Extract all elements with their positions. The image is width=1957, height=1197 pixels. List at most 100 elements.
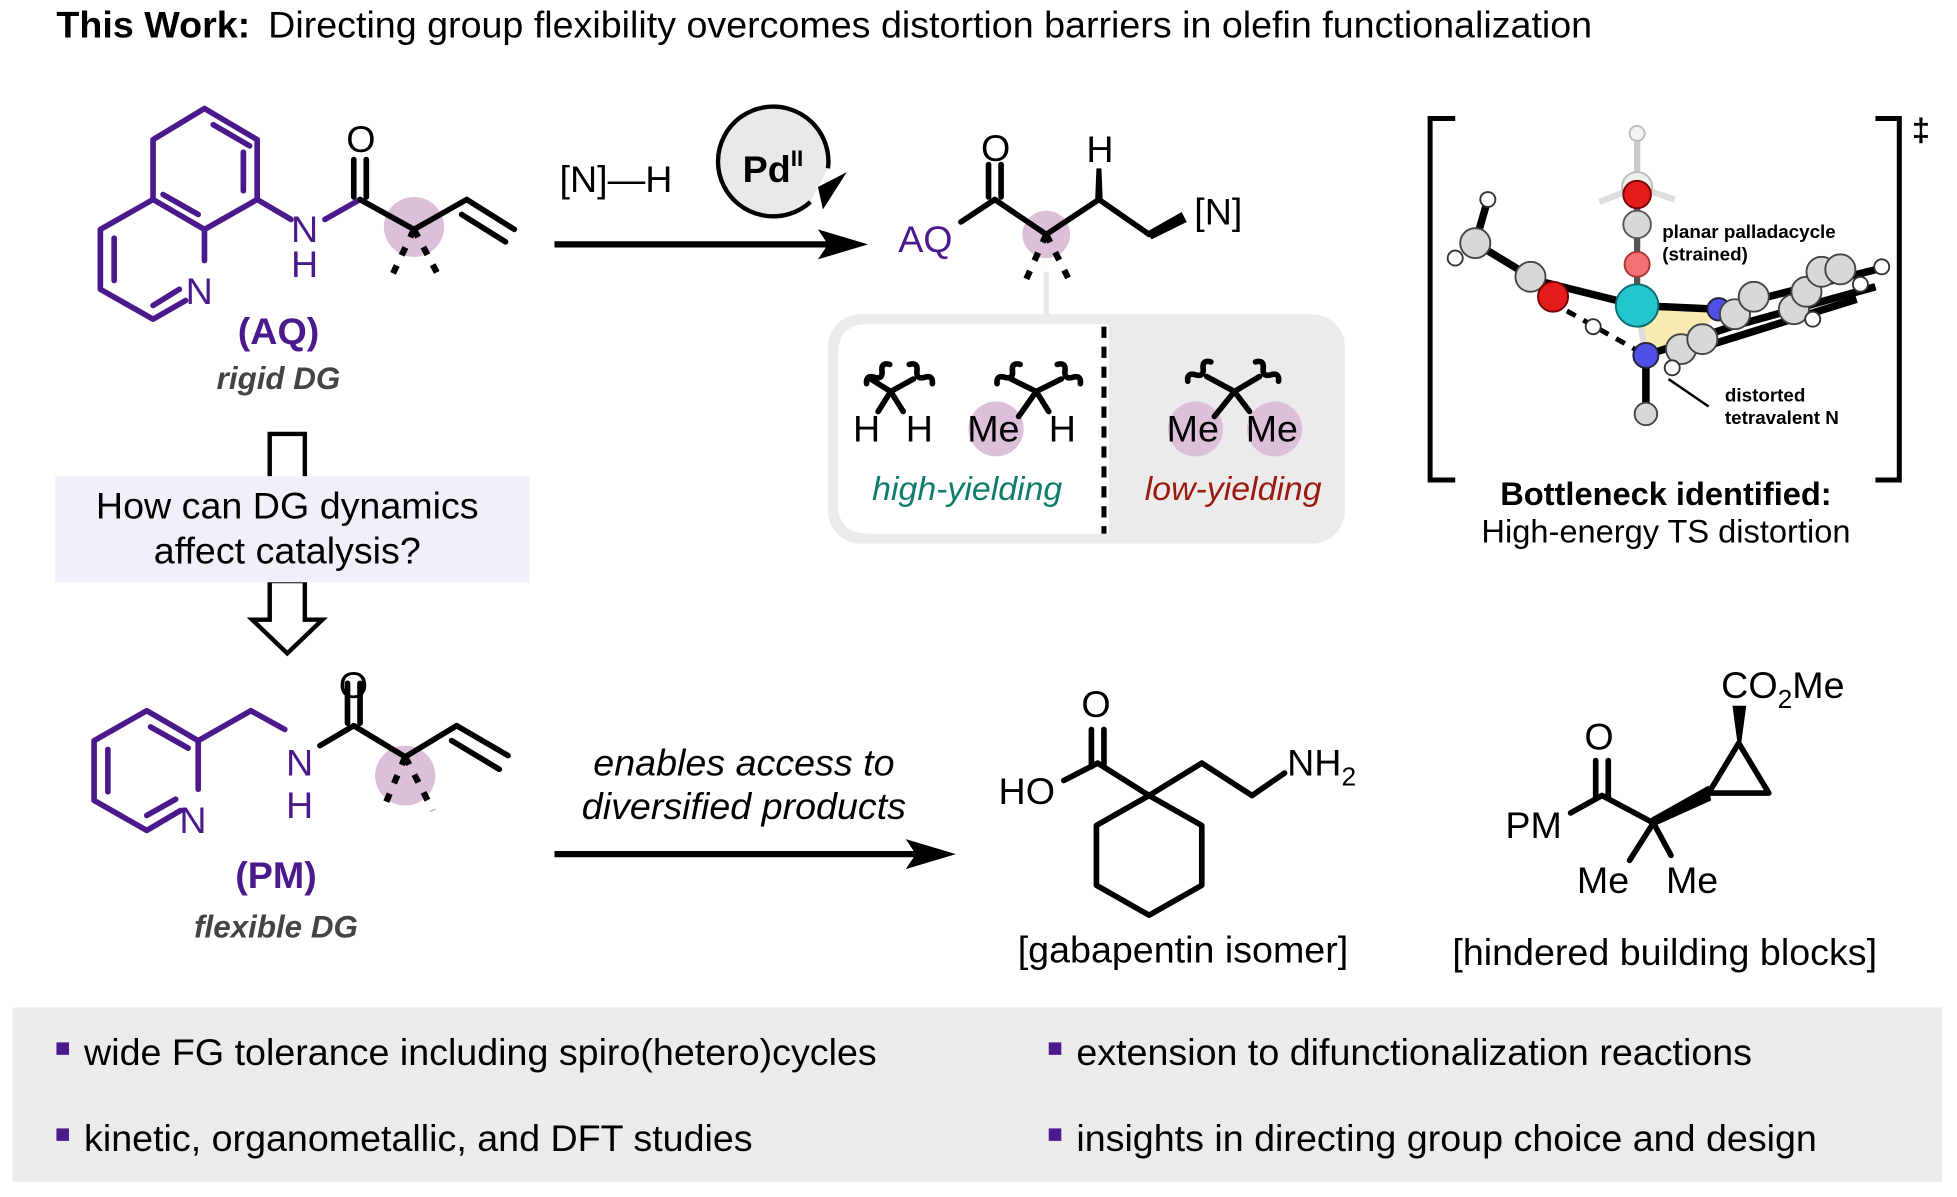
- hbb-me-1: Me: [1577, 859, 1629, 901]
- hollow-down-arrow: [246, 431, 328, 657]
- atom-sphere: [1614, 283, 1660, 328]
- vinyl-bond: [463, 196, 518, 233]
- hbb-me-2: Me: [1666, 859, 1718, 901]
- shape: [267, 431, 308, 477]
- alpha-carbon-highlight: [375, 745, 436, 806]
- bond-line: [1231, 388, 1253, 415]
- banner-item: extension to difunctionalization reactio…: [1076, 1031, 1752, 1073]
- bond: [991, 196, 1050, 238]
- banner-item: insights in directing group choice and d…: [1076, 1117, 1817, 1159]
- ts-label-distorted-2: tetravalent N: [1725, 407, 1839, 428]
- bond: [958, 196, 998, 225]
- aq-carbonyl-o: O: [346, 118, 375, 160]
- pm-sublabel: flexible DG: [194, 910, 358, 945]
- shape: [246, 578, 328, 657]
- top-reaction: [N]—H PdII: [554, 104, 869, 260]
- question-box: [55, 476, 530, 583]
- atom-sphere: [1873, 258, 1891, 276]
- substituent-h-h: H H: [853, 361, 936, 449]
- hbb-pm: PM: [1505, 804, 1561, 846]
- bullet-icon: [1048, 1042, 1062, 1055]
- quinoline-double: [210, 121, 253, 149]
- ts-label-planar-1: planar palladacycle: [1662, 221, 1836, 242]
- bond: [1567, 792, 1605, 816]
- text-span: NH: [1287, 742, 1341, 784]
- c-c-bond: [350, 722, 409, 760]
- ch2-n-bond: [248, 707, 288, 733]
- atom-sphere: [1246, 401, 1303, 457]
- quinoline-double: [160, 191, 202, 218]
- bond-line: [887, 376, 917, 395]
- wedge-bond: [1146, 211, 1187, 240]
- left-bracket: [1427, 115, 1456, 483]
- ts-caption-bold: Bottleneck identified:: [1500, 476, 1831, 512]
- c-c-bond: [357, 196, 417, 233]
- bond-line: [1231, 373, 1263, 395]
- hbb-co2me: CO2Me: [1721, 664, 1844, 714]
- title-text: Directing group flexibility overcomes di…: [268, 4, 1592, 46]
- vinyl-double: [458, 211, 509, 245]
- pyridine-double: [143, 796, 179, 819]
- right-bracket: [1875, 115, 1902, 483]
- hashed-bond: [411, 227, 442, 279]
- atom-sphere: [1663, 359, 1681, 377]
- bond: [1198, 760, 1255, 799]
- group1-right: H: [906, 407, 933, 449]
- catalytic-cycle-icon: [715, 104, 831, 219]
- banner-item: wide FG tolerance including spiro(hetero…: [83, 1031, 877, 1073]
- high-yielding-label: high-yielding: [872, 470, 1062, 508]
- ts-label-distorted-1: distorted: [1725, 385, 1805, 406]
- pyridine-bonds: [97, 196, 189, 323]
- aq-amide-h: H: [291, 243, 318, 285]
- atom-sphere: [1622, 209, 1652, 240]
- atom-sphere: [1623, 250, 1651, 278]
- text-span: 2: [1341, 762, 1356, 792]
- wedge-bond: [1095, 168, 1103, 200]
- question-line-1: How can DG dynamics: [96, 485, 479, 527]
- shape: [863, 361, 893, 387]
- low-yielding-label: low-yielding: [1145, 470, 1322, 508]
- pm-amide-h: H: [286, 784, 313, 826]
- atom-sphere: [1628, 124, 1646, 142]
- product-dg: AQ: [898, 218, 952, 260]
- cyclohexane-ring: [1093, 792, 1205, 919]
- hbb-o: O: [1584, 715, 1613, 757]
- gaba-nh2: NH2: [1287, 742, 1356, 792]
- atom-sphere: [1633, 401, 1659, 427]
- reaction-note-1: enables access to: [593, 742, 894, 784]
- reaction-arrow-head: [905, 839, 956, 870]
- gabapentin-caption: [gabapentin isomer]: [1018, 929, 1349, 971]
- group3-left: Me: [1167, 407, 1219, 449]
- n-c-bond: [317, 722, 357, 749]
- bond-line: [1203, 373, 1238, 395]
- wedge-bond: [1650, 785, 1712, 826]
- annotation-leader-line: [1667, 378, 1710, 408]
- text-span: CO: [1721, 664, 1777, 706]
- bond: [1650, 820, 1674, 859]
- bond: [1043, 196, 1102, 238]
- aq-substrate: N N H O (AQ) rigid DG: [97, 105, 518, 396]
- hashed-bond: [1023, 233, 1050, 281]
- aq-sublabel: rigid DG: [217, 361, 341, 396]
- bond-line: [1033, 388, 1052, 415]
- atom-sphere: [1824, 253, 1857, 286]
- banner-item: kinetic, organometallic, and DFT studies: [84, 1117, 753, 1159]
- pm-amide-n: N: [286, 742, 313, 784]
- pm-label: (PM): [235, 854, 317, 896]
- aq-ring-n: N: [186, 270, 213, 312]
- product-n: [N]: [1194, 191, 1242, 233]
- banner-background: [12, 1007, 1942, 1183]
- bond-line: [1211, 388, 1238, 420]
- group3-right: Me: [1246, 407, 1298, 449]
- product-h: H: [1086, 128, 1113, 170]
- bond-line: [875, 388, 894, 415]
- text-span: Pd: [743, 148, 791, 190]
- pm-ring-n: N: [179, 799, 206, 841]
- reagent-nh: [N]—H: [560, 158, 673, 200]
- gabapentin-isomer: O HO NH2 [gabapentin isomer]: [999, 683, 1357, 971]
- bond-line: [1008, 376, 1040, 395]
- cycle-arrowhead: [817, 172, 847, 210]
- substituent-panel: H H Me H Me Me high-yieldi: [827, 314, 1345, 544]
- atom-sphere: [1737, 280, 1770, 313]
